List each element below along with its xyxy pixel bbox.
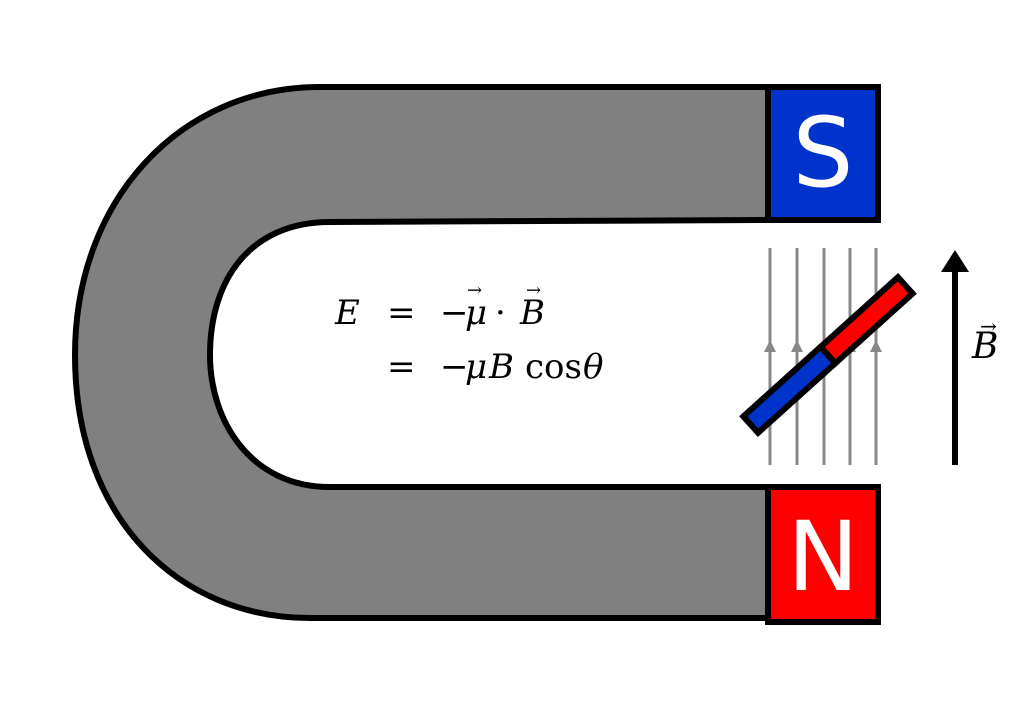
magnetic-dipole — [739, 272, 917, 438]
vector-arrow-icon: → — [526, 280, 542, 301]
south-pole — [765, 84, 881, 223]
field-direction-arrow — [941, 250, 969, 465]
field-label: → B — [972, 314, 999, 367]
dipole-north-half — [816, 272, 917, 368]
field-lines — [768, 248, 878, 465]
south-pole-label: S — [793, 97, 854, 209]
vector-arrow-icon: → — [980, 314, 997, 338]
north-pole-label: N — [787, 501, 859, 613]
vector-arrow-icon: → — [467, 280, 483, 301]
magnet-body — [72, 84, 771, 621]
north-pole — [765, 484, 881, 625]
dipole-south-half — [739, 342, 840, 438]
